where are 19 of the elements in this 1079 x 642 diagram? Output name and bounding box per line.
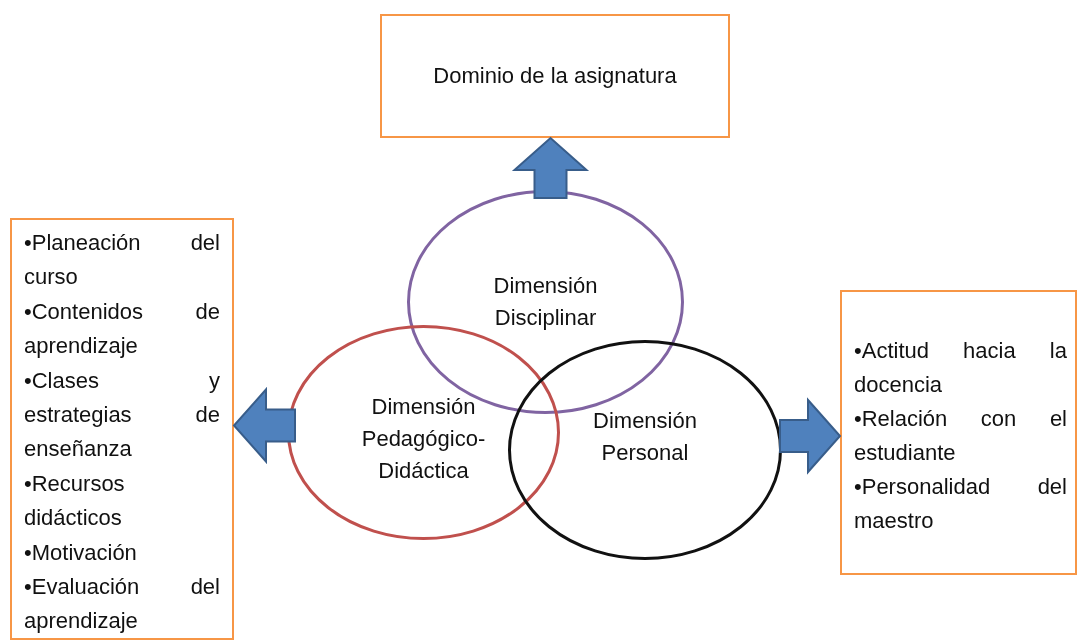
circle-label: Dimensión Pedagógico-Didáctica (360, 392, 487, 485)
circle-label: Dimensión Disciplinar (492, 272, 599, 332)
text-box (840, 290, 1077, 575)
box-label: Dominio de la asignatura (432, 62, 678, 90)
circle-label: Dimensión Personal (592, 407, 698, 467)
bullet-item: •Actitud hacia la docencia (854, 337, 1067, 399)
bullet-item: •Planeación del curso (24, 229, 220, 292)
bullet-item: •Motivación (24, 538, 138, 567)
bullet-item: •Personalidad del maestro (854, 473, 1067, 535)
block-arrow (232, 386, 296, 465)
bullet-item: •Relación con el estudiante (854, 405, 1067, 467)
bullet-item: •Evaluación del aprendizaje (24, 573, 220, 636)
text-box (380, 14, 730, 138)
bullet-item: •Recursos didácticos (24, 469, 126, 533)
bullet-item: •Contenidos de aprendizaje (24, 297, 220, 361)
block-arrow (779, 397, 842, 475)
text-box (10, 218, 234, 640)
bullet-item: •Clases y estrategias de enseñanza (24, 366, 220, 464)
block-arrow (511, 136, 590, 199)
